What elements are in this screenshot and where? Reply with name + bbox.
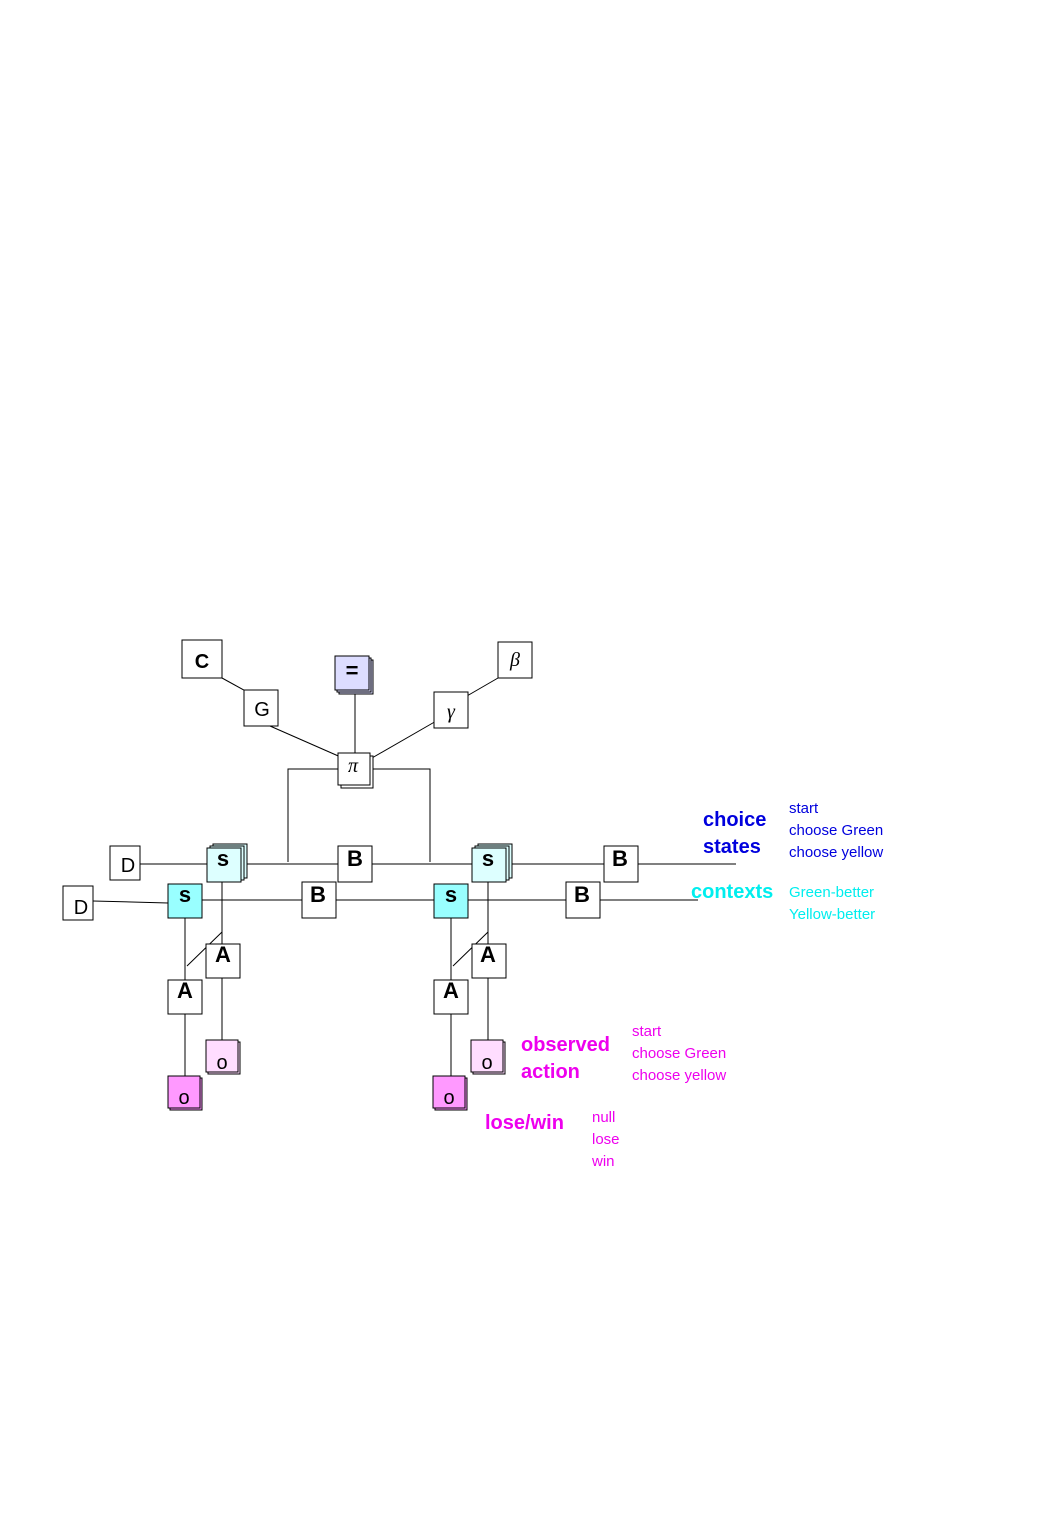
legend-contexts: contexts Green-better Yellow-better [691, 881, 875, 923]
node-gamma-label: γ [447, 701, 456, 723]
legend-choice-states: choice states start choose Green choose … [703, 800, 883, 861]
node-c: C [181, 639, 223, 679]
legend-losewin-item-0: null [592, 1109, 615, 1126]
node-gamma: γ [433, 691, 469, 729]
node-b-lower-2-label: B [574, 882, 590, 907]
legend-choice-item-1: choose Green [789, 822, 883, 839]
node-b-upper-1-label: B [347, 846, 363, 871]
node-b-upper-1: B [337, 845, 373, 883]
node-o-front-right: o [432, 1075, 468, 1111]
legend-contexts-title: contexts [691, 881, 773, 903]
node-b-upper-2-label: B [612, 846, 628, 871]
edge-gamma-pi [364, 719, 439, 763]
node-s-front-left: s [167, 882, 203, 919]
legend-contexts-item-1: Yellow-better [789, 906, 875, 923]
node-g: G [243, 689, 279, 727]
legend-observed-title-2: action [521, 1061, 580, 1083]
node-a-front-right-label: A [443, 978, 459, 1003]
node-s-back-left: s [206, 843, 248, 883]
node-d-lower: D [62, 885, 94, 921]
legend-observed-title-1: observed [521, 1034, 610, 1056]
node-s-front-right-label: s [445, 882, 457, 907]
node-b-lower-1-label: B [310, 882, 326, 907]
node-e: = [334, 655, 374, 695]
node-a-front-left: A [167, 978, 203, 1015]
legend-choice-title-2: states [703, 836, 761, 858]
node-o-back-left: o [205, 1039, 241, 1075]
node-a-back-left-label: A [215, 942, 231, 967]
node-d-lower-label: D [74, 897, 88, 919]
node-b-lower-1: B [301, 881, 337, 919]
node-pi-label: π [348, 755, 359, 777]
edge-pi-left [287, 768, 338, 862]
node-a-back-right: A [471, 942, 507, 979]
node-o-back-left-label: o [216, 1052, 227, 1074]
legend-observed-item-1: choose Green [632, 1045, 726, 1062]
node-d-upper: D [109, 845, 141, 881]
node-s-front-right: s [433, 882, 469, 919]
node-pi: π [337, 752, 374, 789]
node-s-front-left-label: s [179, 882, 191, 907]
edge-pi-right [372, 768, 431, 862]
node-s-back-right-label: s [482, 846, 494, 871]
node-e-label: = [346, 658, 359, 683]
node-a-front-left-label: A [177, 978, 193, 1003]
legend-observed-item-0: start [632, 1023, 662, 1040]
node-a-back-left: A [205, 942, 241, 979]
node-o-back-right: o [470, 1039, 506, 1075]
node-o-front-right-label: o [443, 1087, 454, 1109]
legend-choice-item-0: start [789, 800, 819, 817]
legend-choice-item-2: choose yellow [789, 844, 883, 861]
node-s-back-left-label: s [217, 846, 229, 871]
edges [92, 677, 736, 1076]
node-o-front-left-label: o [178, 1087, 189, 1109]
node-a-back-right-label: A [480, 942, 496, 967]
node-c-label: C [195, 651, 209, 673]
legend-contexts-item-0: Green-better [789, 884, 874, 901]
legend-losewin-item-2: win [591, 1153, 615, 1170]
node-d-upper-label: D [121, 855, 135, 877]
edge-diag-right [452, 931, 489, 967]
node-o-back-right-label: o [481, 1052, 492, 1074]
node-b-upper-2: B [603, 845, 639, 883]
node-b-lower-2: B [565, 881, 601, 919]
edge-diag-left [186, 931, 223, 967]
legend-observed-action: observed action start choose Green choos… [521, 1023, 726, 1084]
node-o-front-left: o [167, 1075, 203, 1111]
legend-losewin-title: lose/win [485, 1112, 564, 1134]
node-beta-label: β [509, 649, 520, 671]
legend-losewin-item-1: lose [592, 1131, 620, 1148]
node-g-label: G [254, 699, 270, 721]
legend-choice-title-1: choice [703, 809, 766, 831]
edge-d2-s1f [92, 900, 169, 904]
legend-observed-item-2: choose yellow [632, 1067, 726, 1084]
node-beta: β [497, 641, 533, 679]
node-s-back-right: s [471, 843, 513, 883]
legend-lose-win: lose/win null lose win [485, 1109, 620, 1170]
node-a-front-right: A [433, 978, 469, 1015]
